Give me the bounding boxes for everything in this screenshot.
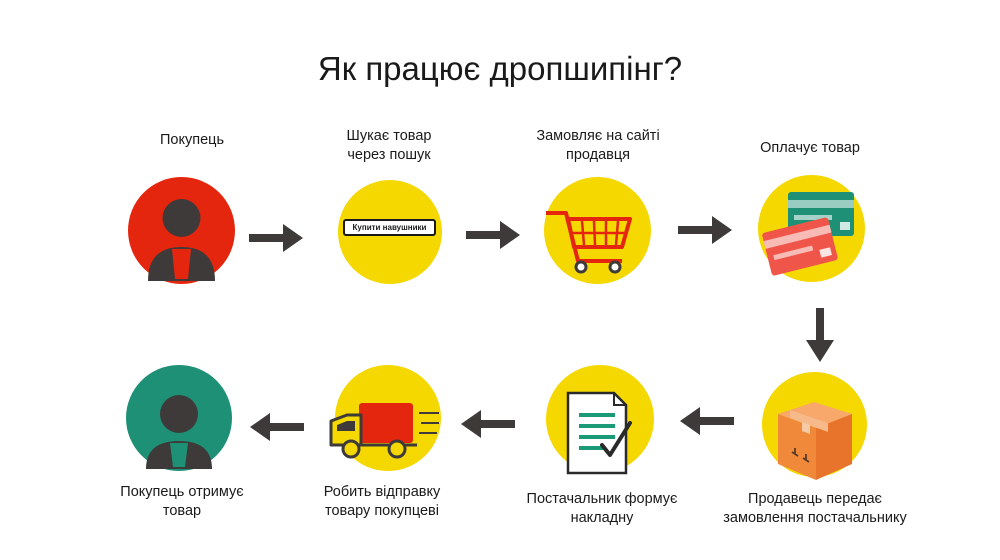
buyer-icon (148, 199, 215, 281)
arrow-right-3 (678, 216, 732, 244)
credit-cards-icon (762, 192, 854, 276)
step-1-label: Покупець (159, 132, 225, 148)
arrow-down (806, 308, 834, 362)
arrow-left-2 (461, 410, 515, 438)
arrow-left-3 (250, 413, 304, 441)
arrow-right-1 (249, 224, 303, 252)
page-title: Як працює дропшипінг? (317, 50, 683, 87)
buyer-receives-icon (146, 395, 212, 469)
arrow-left-1 (680, 407, 734, 435)
parcel-box-icon (778, 402, 852, 480)
search-bar-icon: Купити навушники (343, 219, 436, 236)
delivery-truck-icon (329, 403, 439, 459)
step-3-circle (544, 177, 651, 284)
search-query-text: Купити навушники (352, 223, 427, 232)
shopping-cart-icon (546, 211, 632, 274)
arrow-right-2 (466, 221, 520, 249)
step-4-label: Оплачує товар (760, 140, 860, 156)
invoice-icon (566, 391, 632, 475)
